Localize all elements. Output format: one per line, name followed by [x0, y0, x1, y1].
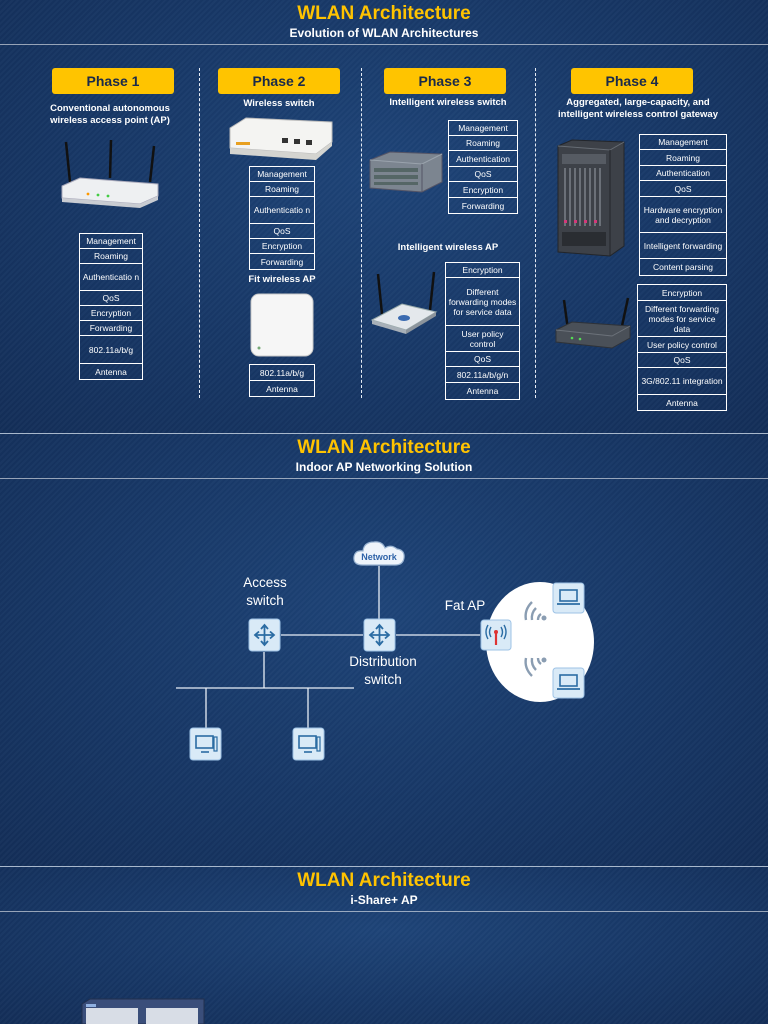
fat-ap-icon	[480, 619, 512, 651]
stack-cell: QoS	[640, 181, 726, 197]
stack-cell: Management	[80, 234, 142, 249]
slide-evolution: WLAN Architecture Evolution of WLAN Arch…	[0, 0, 768, 433]
stack-cell: Management	[449, 121, 517, 136]
stack-cell: Content parsing	[652, 262, 713, 272]
phase-2-switch-stack: Management Roaming Authenticatio n QoS E…	[249, 166, 315, 270]
stack-cell: Management	[640, 135, 726, 150]
slide-header: WLAN Architecture Indoor AP Networking S…	[0, 434, 768, 479]
stack-cell: Encryption	[250, 239, 314, 254]
stack-cell: QoS	[446, 352, 519, 367]
autonomous-ap-device	[61, 139, 159, 208]
stack-cell: Management	[250, 167, 314, 182]
access-switch-icon	[248, 618, 281, 652]
control-gateway-device	[557, 139, 625, 257]
wifi-signal-icon	[524, 657, 547, 677]
stack-cell: Roaming	[449, 136, 517, 151]
stack-cell: Encryption	[449, 182, 517, 198]
access-switch-label: Access switch	[243, 575, 287, 608]
stack-cell: 802.11a/b/g	[250, 365, 314, 381]
phase-4-badge: Phase 4	[571, 68, 693, 94]
slide-ishare-ap: WLAN Architecture i-Share+ AP	[0, 867, 768, 1024]
phase-3-ap-caption: Intelligent wireless AP	[397, 242, 499, 253]
stack-cell: Intelligent forwarding	[640, 233, 726, 259]
stack-cell: Forwarding	[80, 321, 142, 336]
stack-cell: QoS	[638, 353, 726, 368]
stack-cell: Roaming	[80, 249, 142, 264]
ishare-ap-device	[81, 998, 205, 1024]
phase-2-ap-stack: 802.11a/b/g Antenna	[249, 364, 315, 397]
stack-cell: 3G/802.11 integration	[638, 368, 726, 395]
phase-4-ap-stack: Encryption Different forwarding modes fo…	[637, 284, 727, 411]
stack-cell: Encryption	[638, 285, 726, 301]
laptop-icon	[552, 667, 585, 699]
phase-3-badge: Phase 3	[384, 68, 506, 94]
stack-cell: 802.11a/b/g/n	[446, 367, 519, 383]
phase-3-switch-caption: Intelligent wireless switch	[389, 97, 507, 108]
stack-cell: Antenna	[95, 366, 127, 377]
slide-header: WLAN Architecture i-Share+ AP	[0, 867, 768, 912]
stack-cell: Antenna	[666, 397, 698, 408]
slide-subtitle: Evolution of WLAN Architectures	[289, 26, 479, 40]
distribution-switch-icon	[363, 618, 396, 652]
laptop-icon	[552, 582, 585, 614]
stack-cell: Authenticatio n	[250, 197, 314, 224]
phase-4-caption: Aggregated, large-capacity, and intellig…	[558, 97, 718, 120]
distribution-switch-label: Distribution switch	[349, 654, 417, 687]
phase-1-caption: Conventional autonomous wireless access …	[50, 103, 170, 126]
fat-ap-label: Fat AP	[444, 598, 486, 613]
wifi-signal-icon	[524, 601, 547, 621]
phase-1-stack: Management Roaming Authenticatio n QoS E…	[79, 233, 143, 380]
stack-cell: User policy control	[446, 326, 519, 352]
slide-subtitle: Indoor AP Networking Solution	[295, 460, 473, 474]
stack-cell: Forwarding	[260, 256, 304, 267]
stack-cell: 802.11a/b/g	[80, 336, 142, 364]
stack-cell: QoS	[80, 291, 142, 306]
cloud-icon	[353, 541, 405, 566]
slide-title: WLAN Architecture	[297, 437, 471, 458]
stack-cell: Forwarding	[461, 200, 505, 211]
phase-3-ap-stack: Encryption Different forwarding modes fo…	[445, 262, 520, 400]
stack-cell: QoS	[250, 224, 314, 239]
stack-cell: Authentication	[640, 166, 726, 181]
stack-cell: QoS	[449, 167, 517, 182]
desktop-pc-icon	[292, 727, 325, 761]
phase-3-switch-stack: Management Roaming Authentication QoS En…	[448, 120, 518, 214]
stack-cell: Antenna	[266, 383, 298, 394]
slide-title: WLAN Architecture	[297, 870, 471, 891]
stack-cell: Different forwarding modes for service d…	[638, 301, 726, 337]
phase-divider	[361, 68, 362, 398]
slide-header: WLAN Architecture Evolution of WLAN Arch…	[0, 0, 768, 45]
phase-4-ap-device	[555, 297, 631, 349]
stack-cell: Hardware encryption and decryption	[640, 197, 726, 233]
phase-2-ap-caption: Fit wireless AP	[248, 274, 316, 285]
slide-indoor-networking: WLAN Architecture Indoor AP Networking S…	[0, 434, 768, 866]
stack-cell: Different forwarding modes for service d…	[446, 278, 519, 326]
intelligent-ap-device	[370, 271, 438, 334]
phase-2-badge: Phase 2	[218, 68, 340, 94]
fit-ap-device	[250, 293, 314, 357]
phase-divider	[535, 68, 536, 398]
slide-separator	[0, 866, 768, 867]
slide-subtitle: i-Share+ AP	[350, 893, 418, 907]
stack-cell: User policy control	[638, 337, 726, 353]
network-label: Network	[361, 552, 397, 562]
stack-cell: Roaming	[640, 150, 726, 166]
slide-separator	[0, 433, 768, 434]
phase-1-badge: Phase 1	[52, 68, 174, 94]
slide-title: WLAN Architecture	[297, 3, 471, 24]
stack-cell: Encryption	[446, 263, 519, 278]
phase-2-switch-caption: Wireless switch	[243, 98, 315, 109]
phase-divider	[199, 68, 200, 398]
stack-cell: Authentication	[449, 151, 517, 167]
stack-cell: Encryption	[80, 306, 142, 321]
desktop-pc-icon	[189, 727, 222, 761]
intelligent-switch-device	[369, 151, 443, 193]
stack-cell: Roaming	[250, 182, 314, 197]
stack-cell: Authenticatio n	[80, 264, 142, 291]
stack-cell: Antenna	[466, 386, 499, 396]
phase-4-gateway-stack: Management Roaming Authentication QoS Ha…	[639, 134, 727, 276]
wireless-switch-device	[229, 117, 333, 160]
